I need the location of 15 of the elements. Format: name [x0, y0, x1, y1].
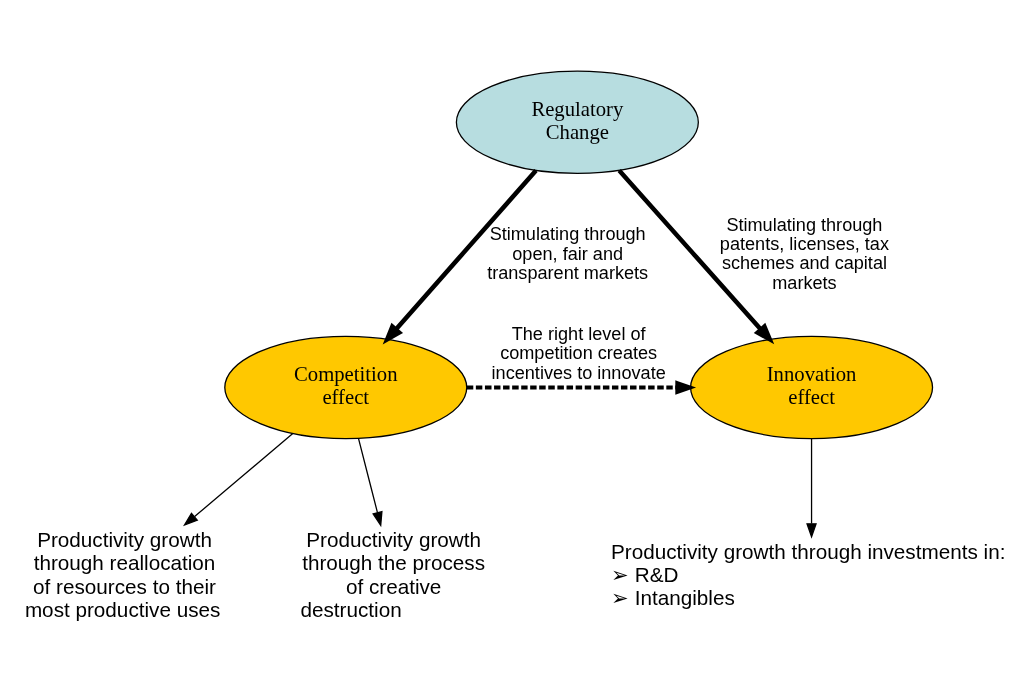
node-text: Productivity growth through investments in: ➢ R&D ➢ Intangibles — [610, 539, 1005, 610]
node-text: Productivity growth through the process of creative destruction — [299, 528, 485, 621]
edge-label: Stimulating through patents, licenses, tax schemes and capital markets — [719, 214, 889, 293]
arrow — [182, 432, 293, 527]
node-ellipse: Regulatory Change — [455, 70, 699, 175]
edge-label: Stimulating through open, fair and transparent markets — [486, 224, 648, 284]
arrow — [805, 438, 817, 539]
arrow — [357, 437, 383, 528]
node-text: Productivity growth through reallocation of resources to their most productive uses — [24, 528, 220, 621]
node-ellipse: Competition effect — [223, 335, 467, 440]
arrow — [382, 169, 538, 345]
node-ellipse: Innovation effect — [689, 335, 933, 440]
arrow — [617, 169, 774, 345]
edge-label: The right level of competition creates incentives to innovate — [491, 323, 666, 383]
arrow — [466, 380, 696, 395]
